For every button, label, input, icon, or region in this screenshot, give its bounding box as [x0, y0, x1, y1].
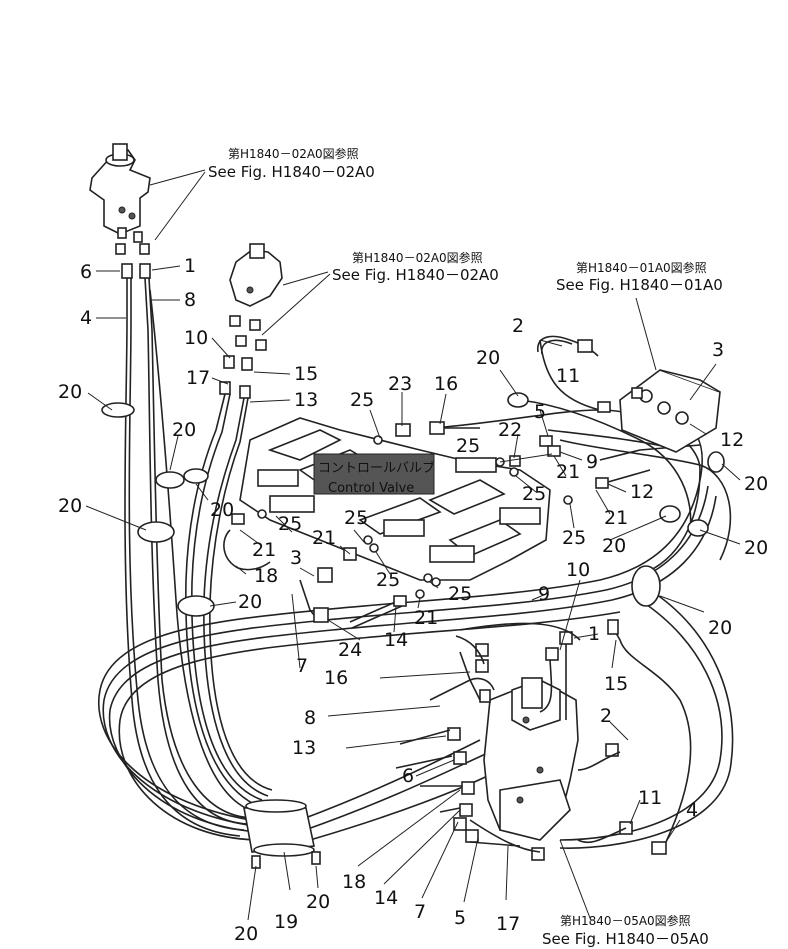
callout-4: 4 [80, 307, 92, 329]
hose-clamps [101, 392, 725, 869]
callout-12: 12 [720, 429, 744, 451]
callout-18: 18 [254, 565, 278, 587]
reference-note-05a0: 第H1840－05A0図参照 See Fig. H1840－05A0 [542, 913, 709, 948]
callout-20: 20 [210, 499, 234, 521]
callout-16: 16 [434, 373, 458, 395]
callout-9: 9 [538, 583, 550, 605]
callout-12: 12 [630, 481, 654, 503]
callout-3: 3 [712, 339, 724, 361]
callout-17: 17 [496, 913, 520, 935]
reference-note-02a0-mid: 第H1840－02A0図参照 See Fig. H1840－02A0 [332, 250, 499, 284]
callout-23: 23 [388, 373, 412, 395]
callout-5: 5 [534, 401, 546, 423]
reference-note-02a0-top: 第H1840－02A0図参照 See Fig. H1840－02A0 [208, 146, 375, 181]
callout-11: 11 [556, 365, 580, 387]
reference-jp: 第H1840－02A0図参照 [228, 146, 359, 161]
callout-21: 21 [414, 607, 438, 629]
callout-20: 20 [476, 347, 500, 369]
pilot-hoses-left [121, 263, 257, 837]
callout-14: 14 [384, 629, 408, 651]
callout-6: 6 [402, 765, 414, 787]
reference-note-01a0: 第H1840－01A0図参照 See Fig. H1840－01A0 [556, 260, 723, 294]
callout-18: 18 [342, 871, 366, 893]
reference-en: See Fig. H1840－01A0 [556, 276, 723, 294]
callout-21: 21 [556, 461, 580, 483]
callout-20: 20 [708, 617, 732, 639]
callout-10: 10 [566, 559, 590, 581]
reference-en: See Fig. H1840－05A0 [542, 930, 709, 948]
control-valve-label-jp: コントロールバルブ [318, 460, 435, 476]
callout-10: 10 [184, 327, 208, 349]
callout-22: 22 [498, 419, 522, 441]
callout-8: 8 [184, 289, 196, 311]
callout-1: 1 [588, 623, 600, 645]
callout-8: 8 [304, 707, 316, 729]
callout-19: 19 [274, 911, 298, 933]
callout-15: 15 [294, 363, 318, 385]
callout-17: 17 [186, 367, 210, 389]
callout-15: 15 [604, 673, 628, 695]
pilot-valve-left [89, 143, 151, 255]
callout-25: 25 [522, 483, 546, 505]
callout-25: 25 [278, 513, 302, 535]
callout-20: 20 [238, 591, 262, 613]
reference-jp: 第H1840－02A0図参照 [352, 250, 483, 265]
callout-20: 20 [602, 535, 626, 557]
callout-21: 21 [312, 527, 336, 549]
callout-14: 14 [374, 887, 398, 909]
callout-labels: 6 1 8 4 20 10 17 15 13 20 20 20 20 21 18… [58, 255, 768, 945]
callout-7: 7 [296, 655, 308, 677]
callout-16: 16 [324, 667, 348, 689]
callout-9: 9 [586, 451, 598, 473]
pilot-valve-right [229, 243, 283, 351]
callout-20: 20 [306, 891, 330, 913]
callout-5: 5 [454, 907, 466, 929]
callout-25: 25 [376, 569, 400, 591]
callout-25: 25 [344, 507, 368, 529]
callout-2: 2 [600, 705, 612, 727]
reference-en: See Fig. H1840－02A0 [208, 163, 375, 181]
swing-feed-hoses [395, 622, 581, 847]
callout-6: 6 [80, 261, 92, 283]
callout-4: 4 [686, 799, 698, 821]
reference-en: See Fig. H1840－02A0 [332, 266, 499, 284]
callout-7: 7 [414, 901, 426, 923]
callout-20: 20 [58, 495, 82, 517]
callout-25: 25 [456, 435, 480, 457]
callout-25: 25 [350, 389, 374, 411]
solenoid-valve-block [597, 369, 721, 453]
callout-25: 25 [562, 527, 586, 549]
callout-20: 20 [172, 419, 196, 441]
control-valve-label-en: Control Valve [328, 481, 414, 496]
callout-20: 20 [744, 473, 768, 495]
callout-11: 11 [638, 787, 662, 809]
control-valve-fittings [223, 421, 651, 629]
callout-21: 21 [252, 539, 276, 561]
callout-13: 13 [292, 737, 316, 759]
leader-lines [85, 265, 741, 921]
control-valve: コントロールバルブ Control Valve [239, 417, 551, 581]
callout-2: 2 [512, 315, 524, 337]
callout-3: 3 [290, 547, 302, 569]
callout-21: 21 [604, 507, 628, 529]
callout-24: 24 [338, 639, 362, 661]
callout-20: 20 [58, 381, 82, 403]
reference-jp: 第H1840－01A0図参照 [576, 260, 707, 275]
swing-motor-assembly [447, 619, 692, 861]
callout-25: 25 [448, 583, 472, 605]
reference-jp: 第H1840－05A0図参照 [560, 913, 691, 928]
hose-11-upper [537, 335, 599, 357]
callout-1: 1 [184, 255, 196, 277]
callout-20: 20 [234, 923, 258, 945]
callout-20: 20 [744, 537, 768, 559]
reference-arrows [149, 169, 657, 919]
callout-13: 13 [294, 389, 318, 411]
